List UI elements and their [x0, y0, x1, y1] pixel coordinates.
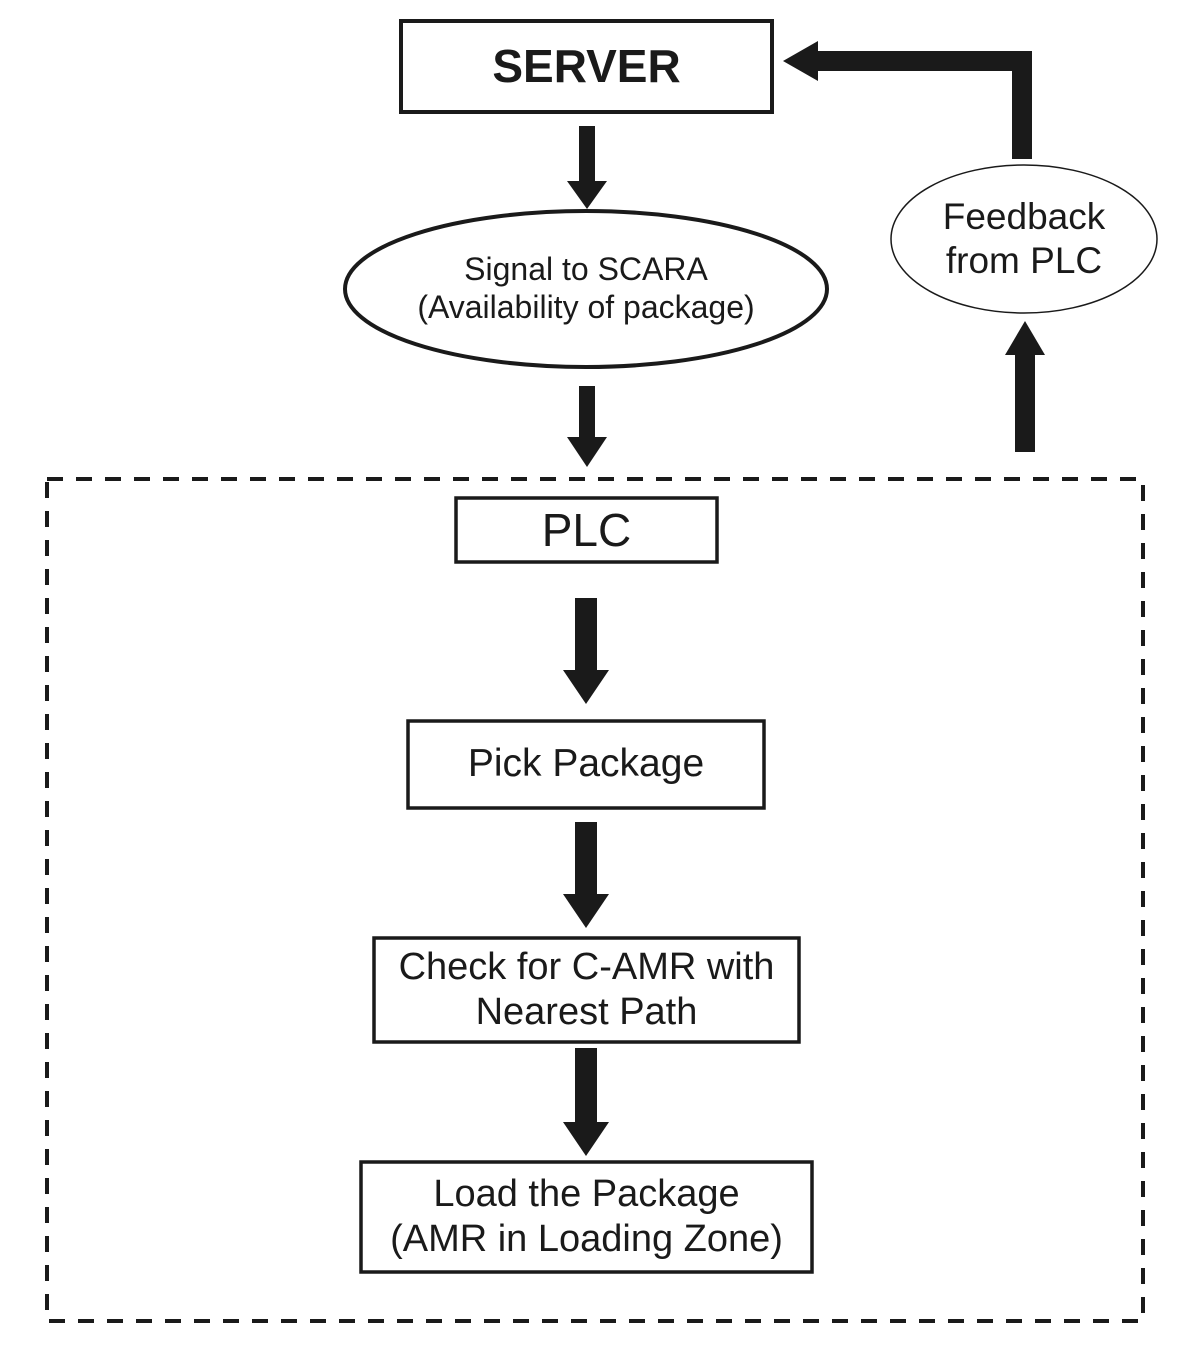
plc-text: PLC: [541, 503, 632, 556]
arrow-plc-to-pick: [563, 598, 609, 704]
server-box: [399, 19, 774, 114]
signal-ellipse: [343, 209, 829, 369]
plc-box: [454, 496, 719, 564]
arrow-signal-to-plc: [567, 386, 607, 467]
arrow-pick-to-check: [563, 822, 609, 928]
feedback-ellipse: [890, 164, 1158, 314]
arrow-feedback-to-server: [783, 41, 1032, 159]
arrow-plc-to-feedback: [1005, 321, 1045, 452]
check-line-1: Check for C-AMR with: [398, 946, 775, 989]
check-camr-label: Check for C-AMR with Nearest Path: [374, 938, 799, 1042]
load-line-2: (AMR in Loading Zone): [390, 1218, 783, 1260]
arrow-server-to-signal: [567, 126, 607, 209]
check-line-2: Nearest Path: [475, 991, 698, 1033]
server-text: SERVER: [492, 40, 681, 93]
load-line-1: Load the Package: [433, 1173, 740, 1216]
plc-label: PLC: [456, 498, 717, 562]
pick-package-text: Pick Package: [467, 742, 705, 786]
feedback-line-1: Feedback: [942, 196, 1106, 238]
load-package-box: [359, 1160, 814, 1274]
pick-package-label: Pick Package: [408, 721, 764, 808]
server-label: SERVER: [401, 21, 772, 112]
signal-line-2: (Availability of package): [417, 289, 755, 325]
check-camr-box: [372, 936, 801, 1044]
arrow-check-to-load: [563, 1048, 609, 1156]
load-package-label: Load the Package (AMR in Loading Zone): [361, 1162, 812, 1272]
plc-subsystem-boundary: [45, 477, 1145, 1323]
pick-package-box: [406, 719, 766, 810]
signal-label: Signal to SCARA (Availability of package…: [345, 211, 827, 367]
signal-line-1: Signal to SCARA: [464, 251, 708, 288]
feedback-label: Feedback from PLC: [891, 165, 1157, 313]
feedback-line-2: from PLC: [945, 240, 1103, 281]
